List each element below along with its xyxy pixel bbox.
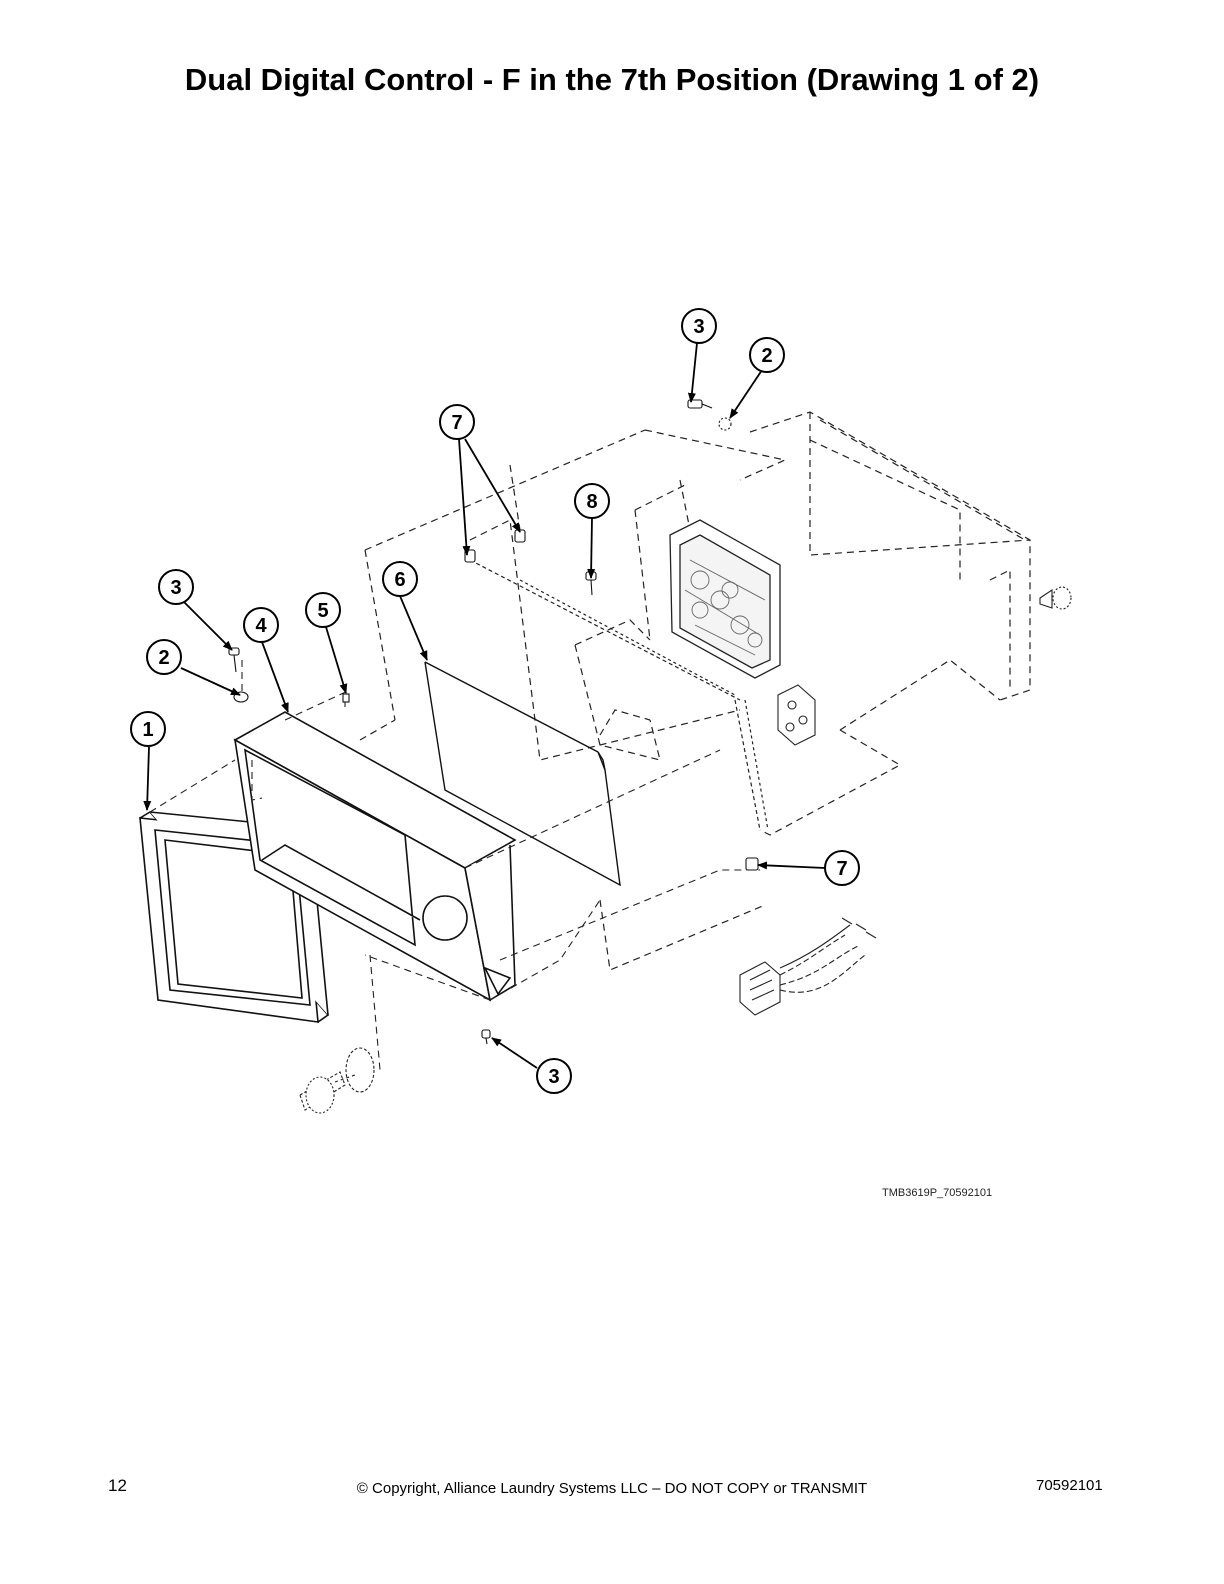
overlay-panel xyxy=(424,661,621,887)
screw-left xyxy=(228,647,240,673)
wire-harness xyxy=(739,917,877,1016)
svg-text:2: 2 xyxy=(158,647,169,669)
svg-text:7: 7 xyxy=(451,412,462,434)
callout-5: 5 xyxy=(305,592,341,628)
svg-text:7: 7 xyxy=(836,858,847,880)
connector-block xyxy=(777,684,816,746)
callout-3-left: 3 xyxy=(158,569,194,605)
svg-text:3: 3 xyxy=(170,577,181,599)
callout-1: 1 xyxy=(130,711,166,747)
screw-bottom xyxy=(481,1029,491,1045)
right-knob xyxy=(1039,586,1072,610)
svg-text:2: 2 xyxy=(761,345,772,367)
callout-7-bottom: 7 xyxy=(824,850,860,886)
svg-text:3: 3 xyxy=(693,316,704,338)
control-board xyxy=(669,519,781,679)
clip-bottom-7 xyxy=(745,857,759,871)
svg-text:5: 5 xyxy=(317,600,328,622)
svg-text:8: 8 xyxy=(586,491,597,513)
mounting-plate xyxy=(469,464,741,761)
document-number: 70592101 xyxy=(1036,1477,1103,1494)
drawing-id: TMB3619P_70592101 xyxy=(882,1187,993,1199)
svg-text:3: 3 xyxy=(548,1066,559,1088)
callout-2-left: 2 xyxy=(146,639,182,675)
mounting-rail xyxy=(469,559,769,831)
callout-4: 4 xyxy=(243,607,279,643)
svg-text:6: 6 xyxy=(394,569,405,591)
svg-text:4: 4 xyxy=(255,615,267,637)
star-washer-top-right xyxy=(718,417,732,431)
callout-2-top: 2 xyxy=(749,337,785,373)
callout-3-bottom: 3 xyxy=(536,1058,572,1094)
callout-8: 8 xyxy=(574,483,610,519)
copyright-notice: © Copyright, Alliance Laundry Systems LL… xyxy=(356,1480,868,1497)
callout-7-top: 7 xyxy=(439,404,475,440)
rear-housing xyxy=(359,411,1031,971)
pin-part-5 xyxy=(342,693,350,703)
callout-balloons: 3 2 7 8 3 4 5 6 2 1 7 3 xyxy=(130,308,860,1094)
console-panel xyxy=(233,711,517,1002)
page-number: 12 xyxy=(108,1476,127,1495)
page-title: Dual Digital Control - F in the 7th Posi… xyxy=(184,62,1040,97)
callout-3-top: 3 xyxy=(681,308,717,344)
svg-text:1: 1 xyxy=(142,719,153,741)
lower-knob xyxy=(299,1047,375,1114)
callout-arrows xyxy=(143,342,826,1069)
callout-6: 6 xyxy=(382,561,418,597)
